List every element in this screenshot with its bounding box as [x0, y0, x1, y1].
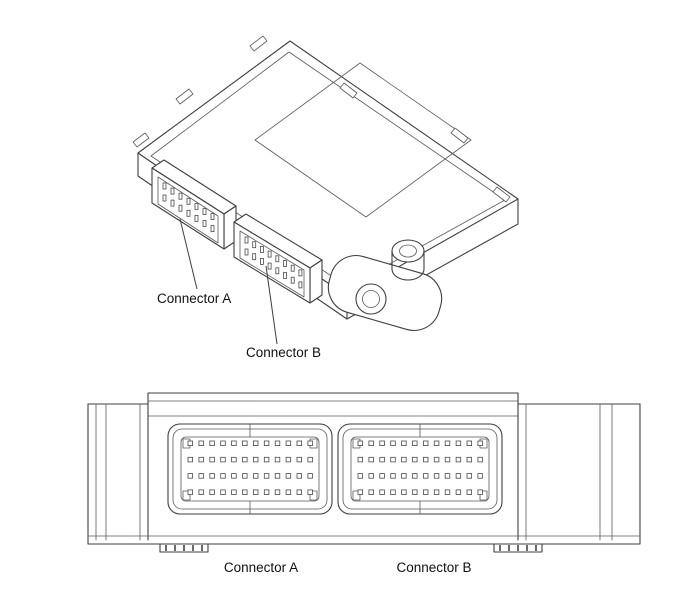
top-panel — [254, 62, 472, 218]
mounting-foot-left — [159, 543, 209, 553]
foot-ribs-right — [499, 545, 537, 551]
connector-a-pins-iso — [162, 182, 215, 233]
boss-top-inner — [399, 244, 417, 258]
mounting-foot-right — [493, 543, 543, 553]
connector-b-opening — [239, 230, 305, 298]
connector-a-shell — [167, 423, 333, 515]
mounting-flange — [327, 255, 443, 331]
connector-a-label-front: Connector A — [224, 560, 298, 575]
connector-b-shell — [337, 423, 503, 515]
bracket-separators — [147, 403, 519, 541]
bracket-ribs — [95, 403, 613, 541]
connector-b-front-view — [337, 423, 503, 515]
connector-a-front-view — [167, 423, 333, 515]
clip-tab-icon — [339, 82, 358, 99]
clip-tab-icon — [249, 35, 268, 52]
connector-b-leader-line — [265, 265, 278, 345]
front-view: Connector A Connector B — [87, 392, 641, 575]
pin-number-mark — [352, 490, 361, 501]
clip-tab-icon — [450, 127, 469, 144]
isometric-view: Connector A Connector B — [132, 35, 519, 360]
connector-b-label-iso: Connector B — [246, 345, 321, 360]
clip-tab-icon — [175, 88, 194, 105]
bolt-boss — [391, 239, 425, 281]
connector-a-label-iso: Connector A — [157, 291, 231, 306]
foot-ribs-left — [165, 545, 203, 551]
connector-a-front — [151, 167, 225, 250]
clip-tab-icon — [132, 132, 150, 148]
clip-tab-icon — [492, 186, 511, 203]
connector-a-pins-front — [187, 440, 313, 495]
connector-a-iso — [151, 159, 237, 250]
connector-b-label-front: Connector B — [396, 560, 471, 575]
boss-top — [391, 239, 425, 263]
connector-a-leader-line — [179, 218, 198, 290]
pin-number-mark — [479, 490, 488, 501]
mounting-hole — [355, 283, 387, 315]
pin-number-mark — [309, 490, 318, 501]
mounting-hole-inner — [362, 290, 380, 308]
connector-b-pins-front — [357, 440, 483, 495]
pin-number-mark — [182, 490, 191, 501]
connector-b-iso — [233, 213, 323, 304]
housing-top-face — [137, 40, 519, 297]
boss-side — [391, 250, 425, 281]
connector-b-pins-iso — [244, 236, 303, 289]
connector-b-side — [309, 259, 323, 304]
